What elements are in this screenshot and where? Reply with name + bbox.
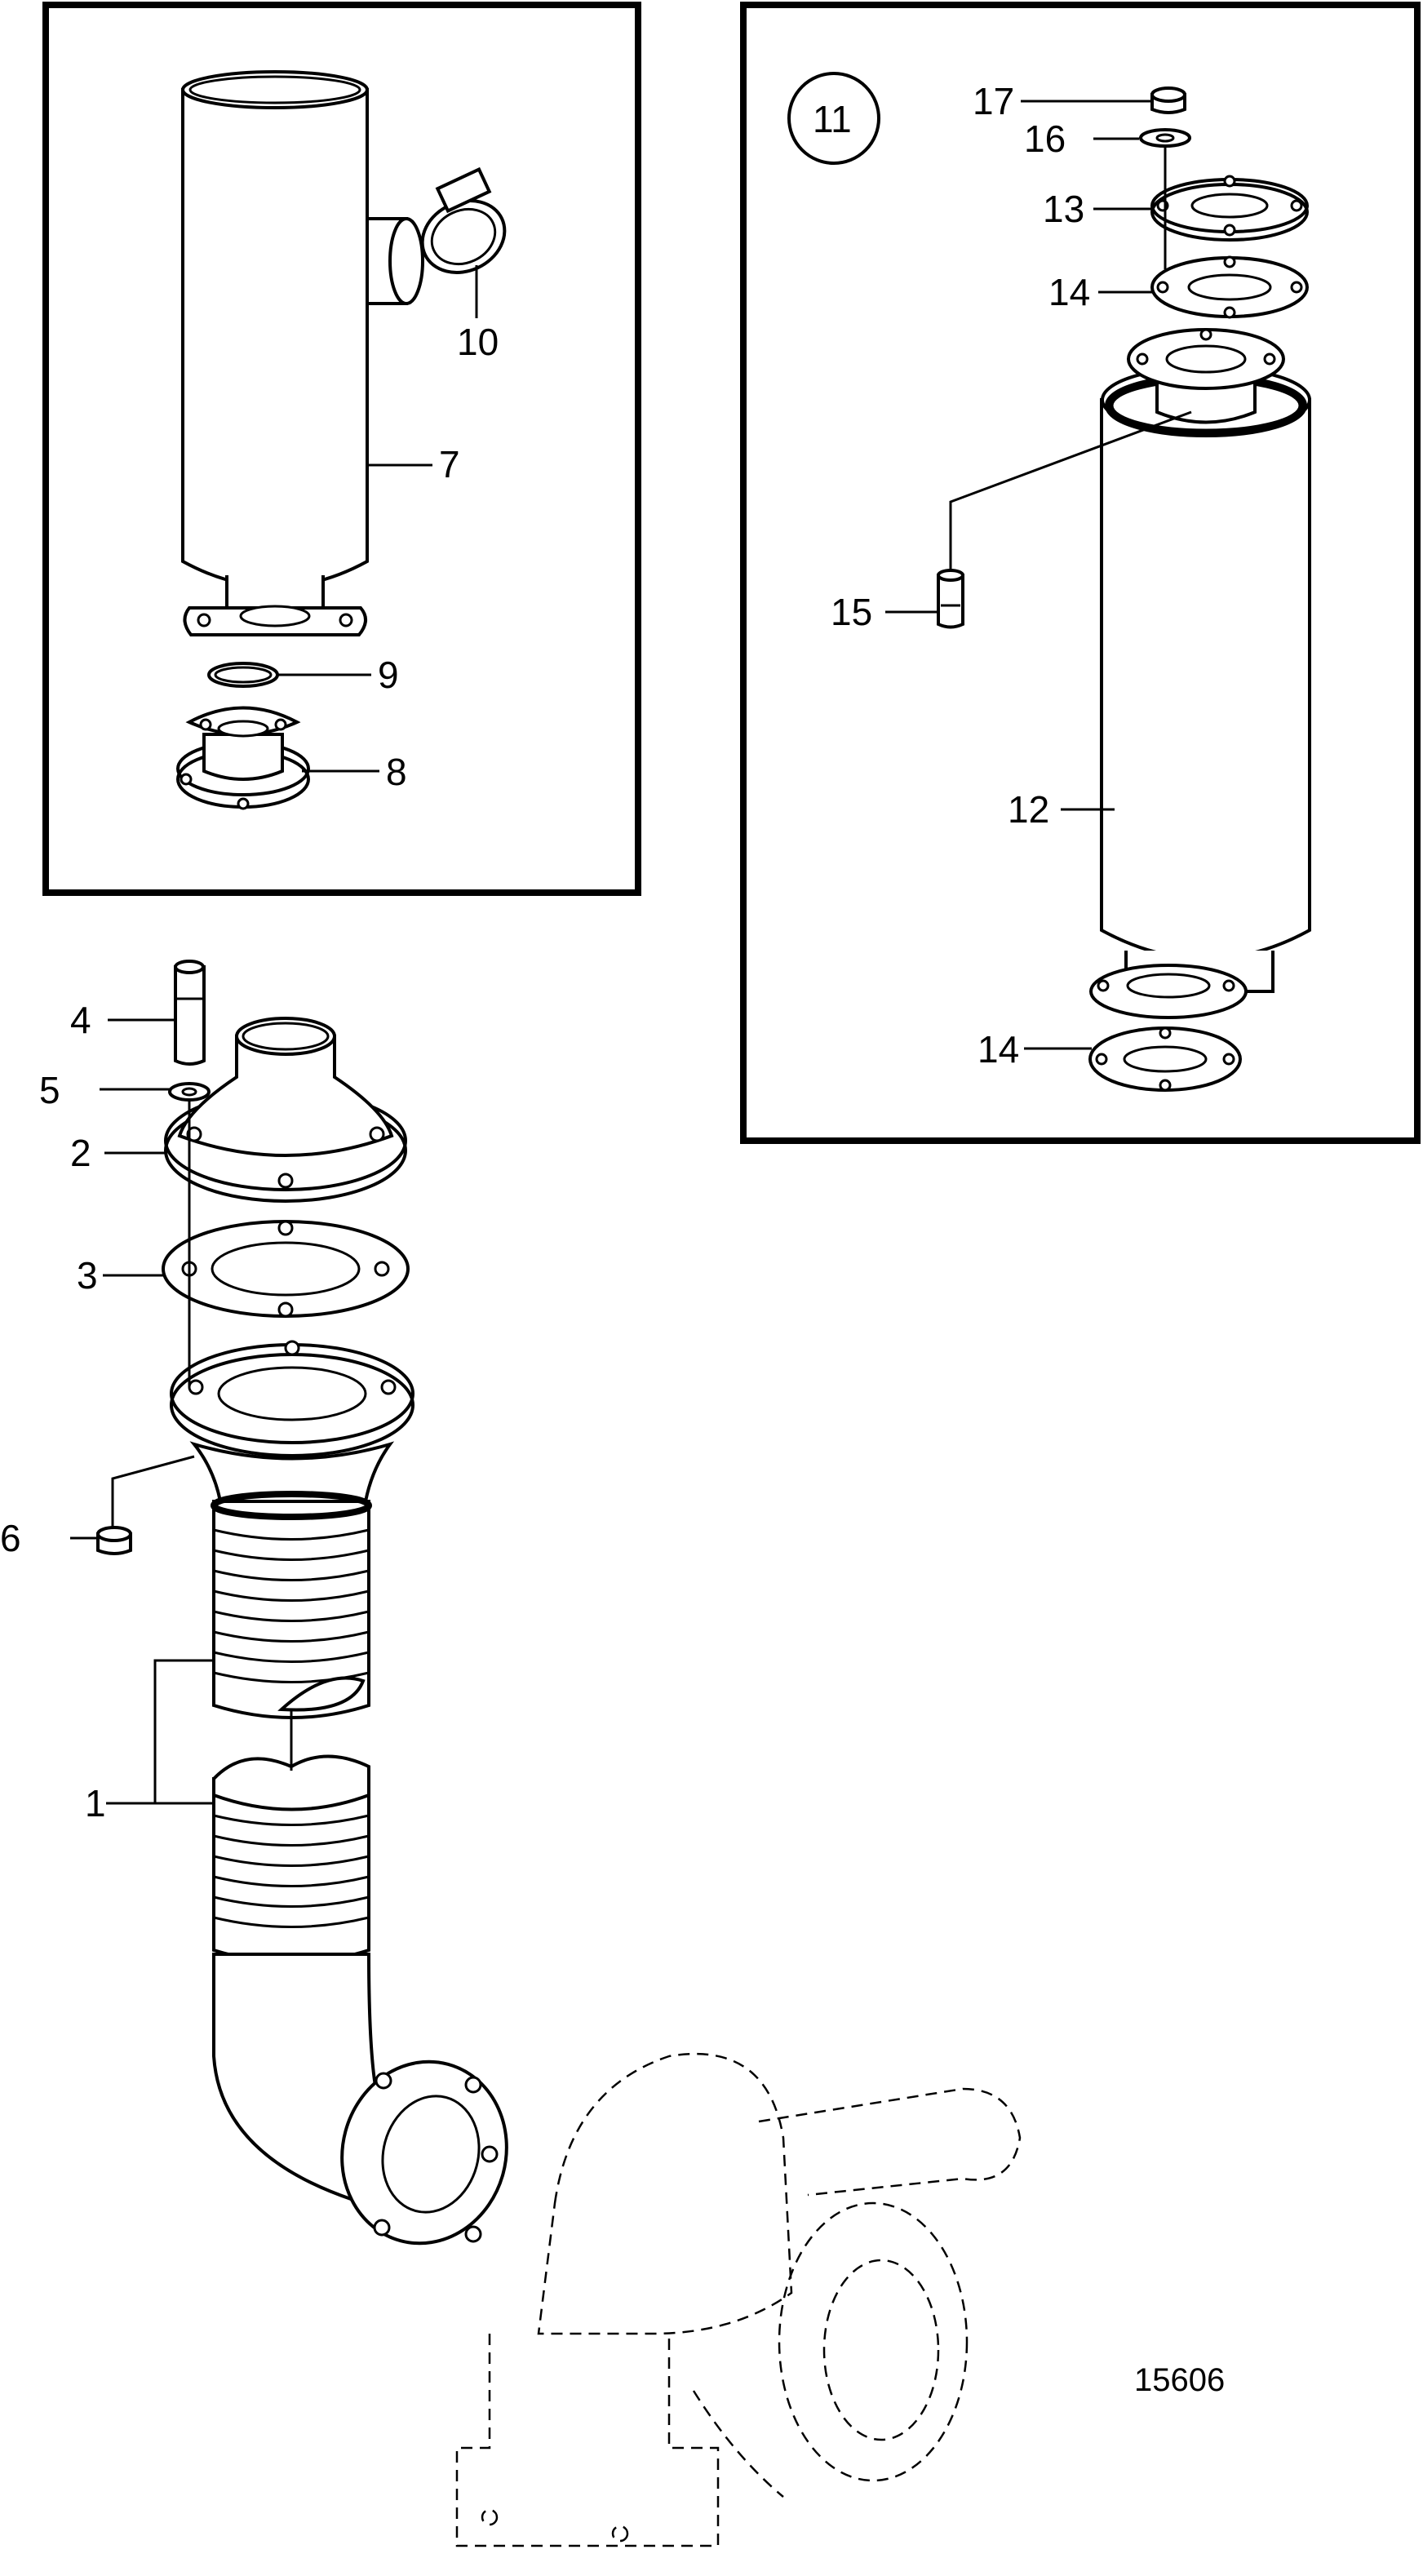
exhaust-bellows-1 — [170, 1340, 508, 2246]
washer-5 — [168, 1082, 211, 1102]
callout-8: 8 — [386, 751, 407, 793]
flange-13 — [1150, 175, 1309, 242]
callout-17: 17 — [973, 80, 1014, 122]
adapter-flange-8 — [176, 706, 310, 810]
bolt-4 — [174, 960, 206, 1066]
callout-1: 1 — [85, 1782, 106, 1824]
silencer-12 — [1089, 328, 1311, 1019]
callout-12: 12 — [1008, 788, 1049, 831]
callout-9: 9 — [378, 654, 399, 696]
callout-7: 7 — [439, 443, 460, 485]
callout-16: 16 — [1024, 117, 1066, 160]
silencer-7 — [181, 70, 424, 615]
callout-13: 13 — [1043, 188, 1084, 230]
right-inset-frame — [740, 2, 1421, 1144]
gasket-14-upper — [1150, 255, 1309, 319]
gasket-9 — [207, 662, 279, 688]
callout-15: 15 — [831, 591, 872, 633]
gasket-3 — [162, 1220, 410, 1318]
callout-2: 2 — [70, 1132, 91, 1174]
callout-14-upper: 14 — [1048, 271, 1090, 313]
bolt-15 — [937, 569, 964, 629]
left-inset-frame — [42, 2, 641, 896]
inset-kit-11-badge — [787, 72, 880, 165]
inset-label-11: 11 — [813, 98, 852, 140]
outlet-flange-2 — [164, 1017, 407, 1203]
turbocharger-dashed — [455, 2052, 1022, 2547]
washer-16 — [1139, 128, 1191, 148]
callout-10: 10 — [457, 321, 499, 363]
figure-code: 15606 — [1134, 2362, 1225, 2398]
hose-clamp-10 — [420, 166, 507, 274]
callout-5: 5 — [39, 1069, 60, 1111]
nut-6 — [96, 1526, 132, 1555]
gasket-14-lower — [1088, 1026, 1242, 1092]
callout-6: 6 — [0, 1517, 21, 1559]
callout-4: 4 — [70, 999, 91, 1041]
nut-17 — [1150, 86, 1186, 114]
flange-upper — [183, 605, 367, 636]
callout-3: 3 — [77, 1254, 98, 1297]
callout-14-lower: 14 — [977, 1028, 1019, 1071]
